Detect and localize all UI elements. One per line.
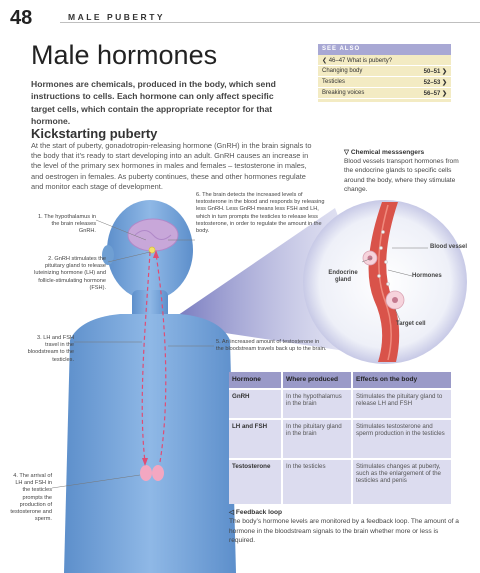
table-header-row: Hormone Where produced Effects on the bo… bbox=[229, 372, 451, 388]
chemical-messengers: ▽ Chemical messsengers Blood vessels tra… bbox=[344, 148, 464, 194]
table-header: Where produced bbox=[281, 372, 351, 388]
see-also-ref: Breaking voices bbox=[322, 90, 365, 96]
label-step-4: 4. The arrival of LH and FSH in the test… bbox=[10, 473, 52, 523]
table-row: GnRH In the hypothalamus in the brain St… bbox=[229, 388, 451, 418]
label-target-cell: Target cell bbox=[396, 321, 426, 327]
label-hormones: Hormones bbox=[412, 273, 442, 279]
table-cell: In the pituitary gland in the brain bbox=[281, 418, 351, 458]
table-cell: Stimulates the pituitary gland to releas… bbox=[351, 388, 451, 418]
page-number: 48 bbox=[10, 7, 33, 29]
label-step-6: 6. The brain detects the increased level… bbox=[196, 192, 325, 235]
see-also-ref: ❮ 46–47 What is puberty? bbox=[322, 58, 393, 64]
table-row: Testosterone In the testicles Stimulates… bbox=[229, 458, 451, 504]
testicle-right bbox=[152, 465, 164, 481]
table-cell: In the hypothalamus in the brain bbox=[281, 388, 351, 418]
header-rule bbox=[60, 22, 480, 23]
see-also-pages: 50–51 ❯ bbox=[423, 69, 447, 75]
feedback-body: The body’s hormone levels are monitored … bbox=[229, 518, 459, 545]
label-step-2: 2. GnRH stimulates the pituitary gland t… bbox=[34, 256, 106, 291]
label-step-1: 1. The hypothalamus in the brain release… bbox=[37, 214, 96, 235]
table-cell: Stimulates testosterone and sperm produc… bbox=[351, 418, 451, 458]
ear bbox=[102, 245, 114, 265]
section-title: MALE PUBERTY bbox=[68, 12, 166, 22]
see-also-item[interactable]: Changing body 50–51 ❯ bbox=[318, 66, 451, 77]
table-row: LH and FSH In the pituitary gland in the… bbox=[229, 418, 451, 458]
see-also-item[interactable]: Breaking voices 56–57 ❯ bbox=[318, 88, 451, 99]
feedback-heading: ◁ Feedback loop bbox=[229, 509, 283, 516]
intro-text: Hormones are chemicals, produced in the … bbox=[31, 79, 276, 127]
table-header: Hormone bbox=[229, 372, 281, 388]
see-also-ref: Testicles bbox=[322, 79, 346, 85]
hypothalamus bbox=[148, 246, 156, 254]
chemical-heading: ▽ Chemical messsengers bbox=[344, 149, 425, 156]
feedback-loop: ◁ Feedback loop The body’s hormone level… bbox=[229, 508, 464, 546]
see-also-ref: Changing body bbox=[322, 68, 363, 74]
kickstart-heading: Kickstarting puberty bbox=[31, 126, 158, 141]
page-title: Male hormones bbox=[31, 40, 218, 70]
label-step-3: 3. LH and FSH travel in the bloodstream … bbox=[27, 335, 74, 363]
chemical-body: Blood vessels transport hormones from th… bbox=[344, 158, 459, 193]
label-blood-vessel: Blood vessel bbox=[430, 244, 468, 250]
see-also-item[interactable]: ❮ 46–47 What is puberty? bbox=[318, 55, 451, 66]
blood-vessel-shape bbox=[368, 202, 400, 362]
hormone-table: Hormone Where produced Effects on the bo… bbox=[229, 372, 451, 504]
bloodstream-down bbox=[141, 251, 151, 463]
see-also-pages: 56–57 ❯ bbox=[423, 91, 447, 97]
table-cell: GnRH bbox=[229, 388, 281, 418]
table-cell: In the testicles bbox=[281, 458, 351, 504]
table-cell: Stimulates changes at puberty, such as t… bbox=[351, 458, 451, 504]
label-endocrine-gland: Endocrine gland bbox=[328, 270, 358, 284]
testicle-left bbox=[140, 465, 152, 481]
see-also-item[interactable]: Testicles 52–53 ❯ bbox=[318, 77, 451, 88]
bloodstream-up bbox=[155, 253, 167, 463]
table-cell: Testosterone bbox=[229, 458, 281, 504]
table-cell: LH and FSH bbox=[229, 418, 281, 458]
hormone-particles bbox=[377, 230, 390, 286]
table-header: Effects on the body bbox=[351, 372, 451, 388]
kickstart-body: At the start of puberty, gonadotropin-re… bbox=[31, 141, 312, 191]
see-also-pages: 52–53 ❯ bbox=[423, 80, 447, 86]
label-step-5: 5. An increased amount of testosterone i… bbox=[216, 339, 327, 353]
see-also-heading: SEE ALSO bbox=[318, 44, 451, 55]
see-also-box: SEE ALSO ❮ 46–47 What is puberty? Changi… bbox=[318, 44, 451, 102]
